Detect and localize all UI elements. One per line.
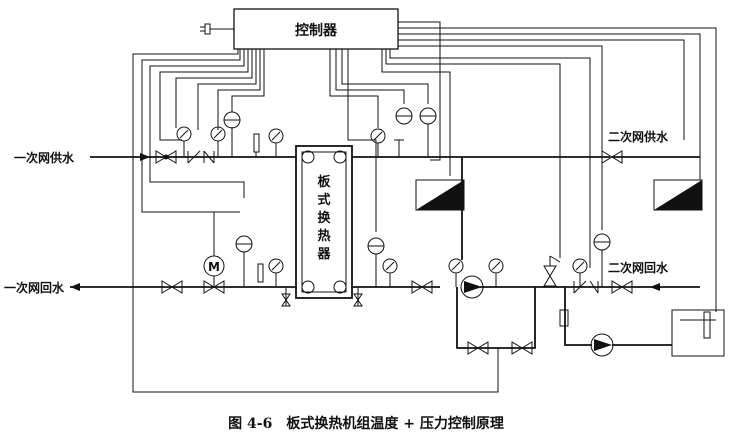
hx-char-3: 换 bbox=[317, 210, 331, 226]
safety-valve-icon bbox=[543, 255, 561, 287]
motorized-valve-icon: M bbox=[203, 212, 225, 294]
filter-icon bbox=[589, 280, 599, 294]
frequency-converter-icon bbox=[653, 179, 703, 211]
temperature-sensor-icon bbox=[593, 233, 611, 287]
secondary-return-pipe bbox=[480, 283, 700, 291]
secondary-supply-label: 二次网供水 bbox=[608, 129, 669, 144]
control-valve-icon bbox=[601, 150, 623, 164]
thermometer-icon bbox=[253, 133, 260, 157]
hx-char-2: 式 bbox=[317, 192, 330, 208]
temperature-sensor-icon bbox=[235, 235, 253, 287]
pressure-gauge-icon bbox=[448, 258, 464, 287]
primary-return-pipe bbox=[70, 283, 440, 291]
temperature-sensor-icon bbox=[367, 237, 385, 287]
drain-valve-icon bbox=[281, 287, 291, 307]
water-tank-icon bbox=[671, 309, 725, 357]
pressure-gauge-icon bbox=[488, 258, 504, 287]
controller-input-icon bbox=[200, 23, 234, 35]
control-valve-icon bbox=[611, 280, 633, 294]
figure-caption: 图 4-6 板式换热机组温度 + 压力控制原理 bbox=[228, 415, 504, 432]
control-valve-icon bbox=[161, 280, 183, 294]
temperature-sensor-icon bbox=[419, 107, 437, 157]
drain-valve-icon bbox=[353, 287, 363, 307]
frequency-converter-icon bbox=[415, 179, 465, 211]
pressure-gauge-icon bbox=[210, 126, 226, 157]
pressure-gauge-icon bbox=[268, 258, 284, 287]
controller-label: 控制器 bbox=[295, 22, 338, 39]
hx-char-5: 器 bbox=[316, 247, 331, 262]
filter-icon bbox=[559, 309, 569, 327]
thermometer-icon bbox=[394, 139, 404, 157]
control-valve-icon bbox=[411, 280, 433, 294]
pressure-gauge-icon bbox=[382, 258, 398, 287]
hx-char-4: 热 bbox=[317, 228, 330, 244]
pressure-gauge-icon bbox=[572, 258, 588, 287]
control-valve-icon bbox=[467, 341, 489, 355]
bypass-loop bbox=[456, 287, 672, 349]
pressure-gauge-icon bbox=[370, 128, 386, 157]
primary-supply-pipe bbox=[90, 153, 610, 161]
temperature-sensor-icon bbox=[395, 107, 413, 125]
temperature-sensor-icon bbox=[223, 111, 241, 157]
pressure-gauge-icon bbox=[268, 128, 284, 157]
filter-icon bbox=[203, 150, 215, 164]
secondary-return-label: 二次网回水 bbox=[608, 260, 669, 275]
motor-label: M bbox=[208, 260, 220, 274]
thermometer-icon bbox=[257, 263, 264, 283]
circulation-pump-icon bbox=[460, 275, 484, 299]
primary-supply-label: 一次网供水 bbox=[14, 150, 75, 165]
control-valve-icon bbox=[155, 150, 177, 164]
controller: 控制器 bbox=[233, 8, 399, 50]
check-valve-icon bbox=[187, 150, 201, 164]
control-valve-icon bbox=[511, 341, 533, 355]
control-signal-lines bbox=[132, 21, 717, 393]
plate-heat-exchanger: 板 式 换 热 器 bbox=[295, 145, 353, 299]
pressure-gauge-icon bbox=[176, 126, 192, 157]
primary-return-label: 一次网回水 bbox=[4, 280, 65, 295]
hx-char-1: 板 bbox=[317, 174, 331, 190]
circulation-pump-icon bbox=[590, 333, 614, 357]
